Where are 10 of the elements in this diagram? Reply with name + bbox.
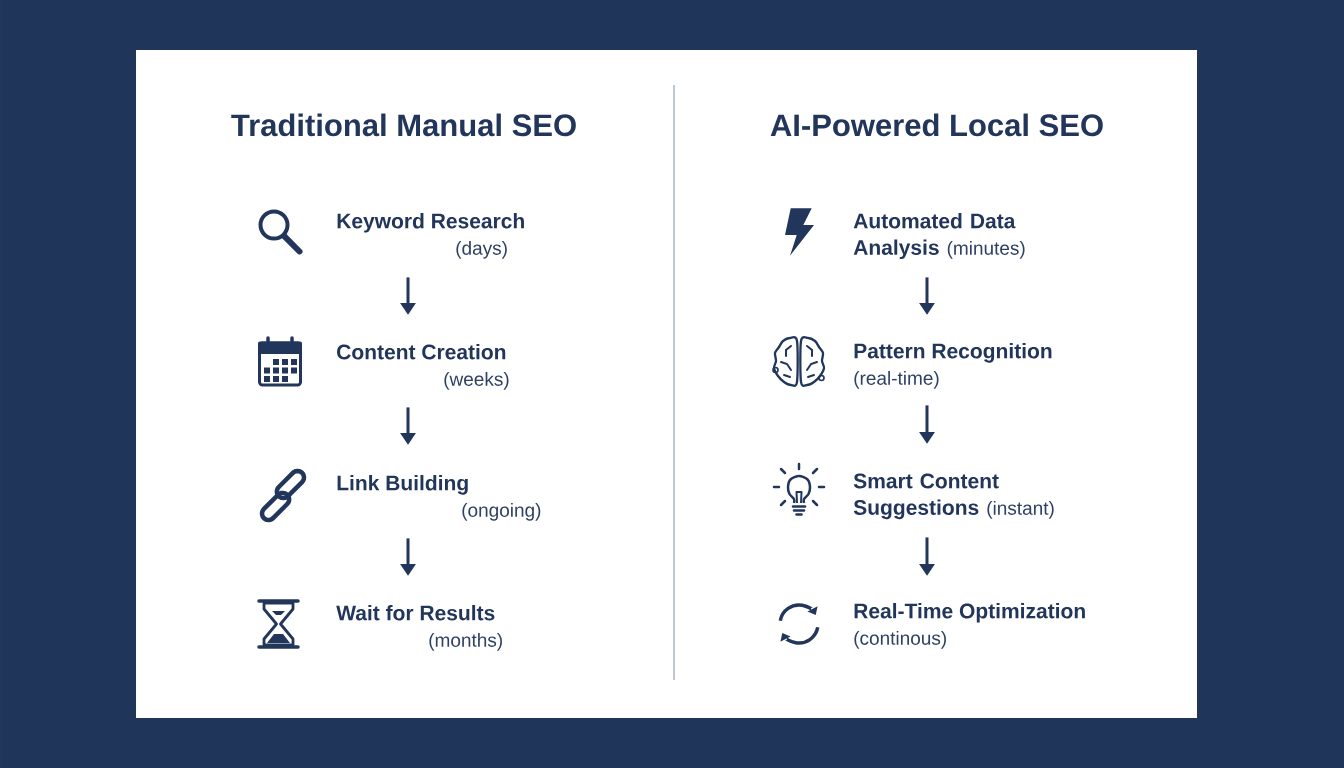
step-label: Pattern Recognition (real-time): [854, 343, 1052, 389]
step-label: Content Creation (weeks): [337, 344, 509, 390]
step-label: Automated Data Analysis (minutes): [853, 213, 1025, 260]
step-label: Keyword Research (days): [337, 213, 524, 259]
column-heading: AI-Powered Local SEO: [770, 113, 1103, 137]
step-label: Wait for Results (months): [336, 605, 502, 651]
column-heading: Traditional Manual SEO: [231, 113, 576, 137]
step-label: Link Building (ongoing): [337, 475, 541, 521]
step-label: Smart Content Suggestions (instant): [853, 473, 1054, 520]
step-label: Real-Time Optimization (continous): [854, 603, 1085, 649]
